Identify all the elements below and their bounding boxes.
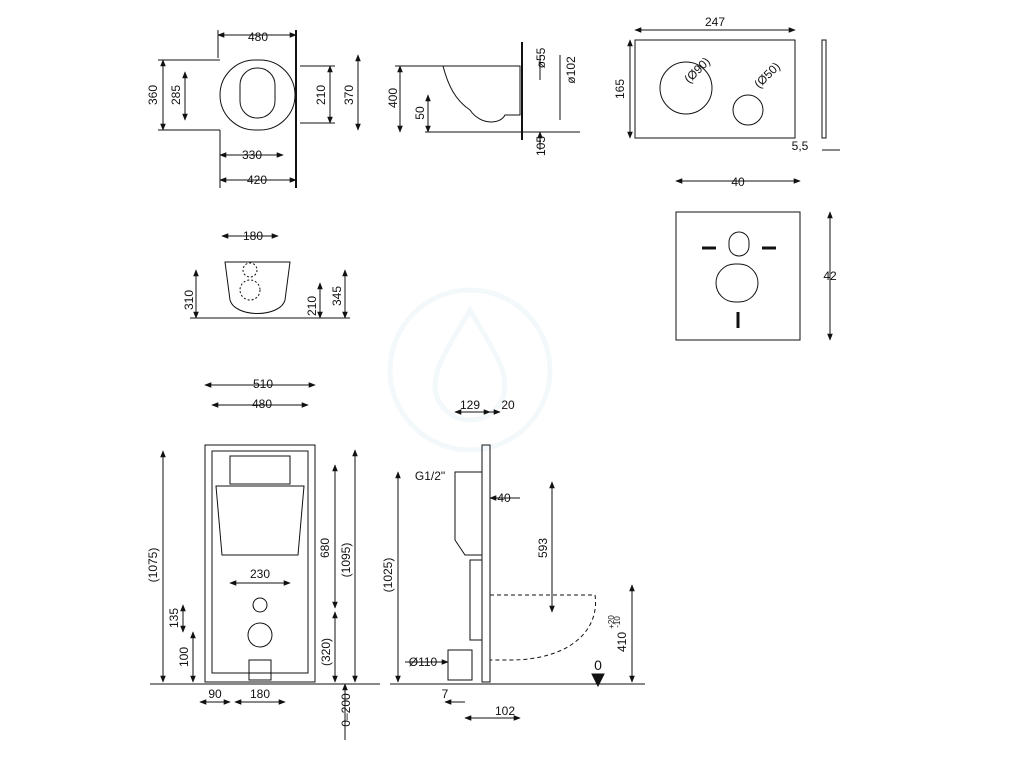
cistern-top	[229, 455, 291, 485]
dim-42: 42	[823, 269, 837, 283]
dim-400: 400	[386, 88, 400, 108]
frame-side-view	[390, 409, 645, 721]
wc-top-view	[158, 30, 361, 188]
dim-129: 129	[460, 398, 480, 412]
label-g12: G1/2"	[415, 469, 445, 483]
dim-d110: Ø110	[409, 655, 438, 669]
cistern-body	[215, 485, 305, 556]
frame-front-view	[150, 382, 380, 740]
dim-285: 285	[169, 85, 183, 105]
wc-bowl-top	[219, 59, 296, 131]
dim-7: 7	[442, 687, 449, 701]
dim-510: 510	[253, 377, 273, 391]
pad-outline	[675, 211, 801, 341]
frame-inner	[211, 450, 309, 674]
dim-247: 247	[705, 15, 725, 29]
dim-210-back: 210	[305, 296, 319, 316]
dim-410-tol-minus: -10	[613, 616, 622, 628]
dim-210-top: 210	[314, 85, 328, 105]
dim-593: 593	[536, 538, 550, 558]
flush-plate	[627, 27, 840, 151]
dim-20: 20	[501, 398, 515, 412]
dim-230: 230	[250, 567, 270, 581]
dim-410: 410	[615, 632, 629, 652]
button-small	[732, 94, 764, 126]
dim-1075: (1075)	[146, 548, 160, 583]
dim-102: 102	[495, 704, 515, 718]
dim-360: 360	[146, 85, 160, 105]
dim-0-200: 0–200	[339, 693, 353, 727]
cistern-side	[454, 471, 483, 556]
button-large	[659, 61, 713, 115]
dim-5-5: 5,5	[792, 139, 809, 153]
dim-1025: (1025)	[381, 558, 395, 593]
dim-100: 100	[177, 647, 191, 667]
dim-410-tol-plus: +20	[607, 615, 616, 629]
dim-90: 90	[208, 687, 222, 701]
drain-pipe	[447, 649, 473, 681]
plate-outline	[634, 39, 796, 139]
dim-310: 310	[182, 290, 196, 310]
wc-bowl-side	[442, 65, 521, 123]
zero-marker-icon	[591, 673, 605, 688]
dim-135: 135	[167, 608, 181, 628]
dim-680: 680	[318, 538, 332, 558]
dim-420: 420	[247, 173, 267, 187]
dim-105: 105	[534, 136, 548, 156]
dim-320: (320)	[319, 638, 333, 666]
watermark-drop-logo	[387, 287, 553, 453]
wc-bowl-inner	[239, 67, 276, 119]
dim-330: 330	[242, 148, 262, 162]
wc-outline-dashed	[489, 594, 597, 661]
frame-side-post	[481, 444, 491, 683]
plate-side	[821, 39, 827, 139]
dim-zero: 0	[594, 657, 602, 673]
dim-50: 50	[413, 106, 427, 120]
wc-side-view	[395, 42, 580, 150]
sound-pad	[675, 178, 833, 341]
dim-d50: (Ø50)	[751, 59, 783, 91]
dim-480-top: 480	[248, 30, 268, 44]
dim-d55: ø55	[534, 47, 548, 68]
dim-d102: ø102	[564, 56, 578, 84]
wc-back-view	[190, 233, 350, 319]
dim-180-back: 180	[243, 229, 263, 243]
dim-345: 345	[330, 286, 344, 306]
dim-40-pad: 40	[731, 175, 745, 189]
dim-165: 165	[613, 79, 627, 99]
wc-back-outline	[224, 261, 291, 314]
dim-480-frame: 480	[252, 397, 272, 411]
dim-1095: (1095)	[339, 543, 353, 578]
dim-d90: (Ø90)	[681, 54, 713, 86]
dim-370: 370	[342, 85, 356, 105]
drain-connector	[247, 622, 273, 648]
dim-180-frame: 180	[250, 687, 270, 701]
frame-outline	[204, 444, 316, 683]
dim-40-side: 40	[497, 491, 511, 505]
